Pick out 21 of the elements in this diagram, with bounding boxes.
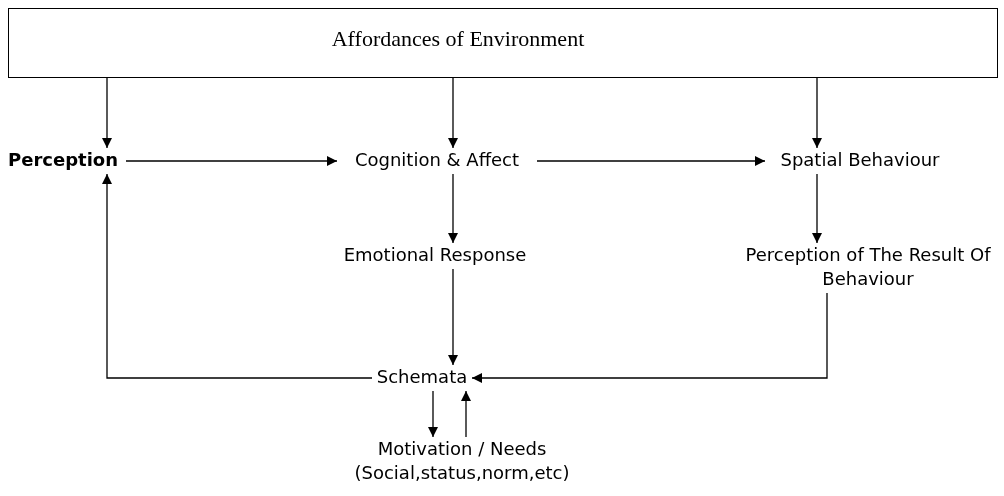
node-label: Schemata [375, 365, 469, 389]
arrow [448, 173, 458, 244]
arrow [448, 77, 458, 149]
arrow [448, 268, 458, 366]
arrow [812, 173, 822, 244]
node-label: Perception [8, 148, 119, 172]
arrow [102, 173, 373, 379]
heading-box [8, 8, 998, 78]
arrow [428, 390, 438, 438]
arrow [812, 77, 822, 149]
node-label: Cognition & Affect [353, 148, 521, 172]
arrow [102, 77, 112, 149]
node-label: Perception of The Result Of Behaviour [744, 243, 992, 291]
arrow [536, 156, 766, 166]
arrow [471, 292, 828, 383]
heading-text: Affordances of Environment [330, 27, 586, 51]
node-label: Spatial Behaviour [779, 148, 941, 172]
arrow [125, 156, 338, 166]
node-label: Emotional Response [342, 243, 528, 267]
node-label: Motivation / Needs (Social,status,norm,etc) [353, 437, 571, 485]
arrow [461, 390, 471, 438]
